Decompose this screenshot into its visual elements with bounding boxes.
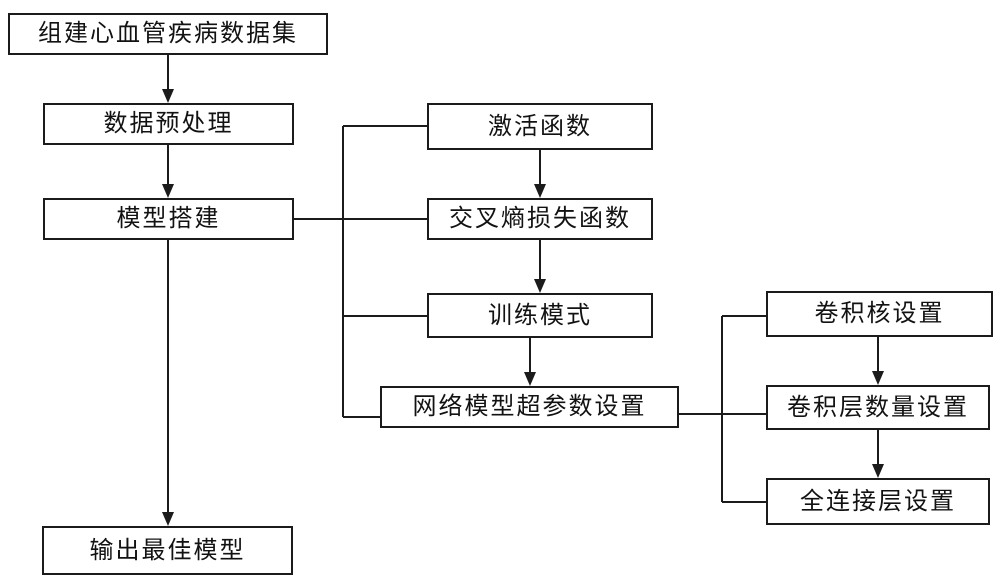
arrowhead-output-best-model <box>162 512 174 526</box>
node-output-best-model-label: 输出最佳模型 <box>89 535 246 564</box>
node-hyperparams[interactable]: 网络模型超参数设置 <box>380 386 679 428</box>
arrowhead-preprocess <box>162 89 174 103</box>
node-dataset-label: 组建心血管疾病数据集 <box>38 19 298 47</box>
node-activation-label: 激活函数 <box>488 111 592 140</box>
node-conv-layer-count[interactable]: 卷积层数量设置 <box>766 385 990 430</box>
arrowhead-fc-layer-setting <box>872 464 884 478</box>
node-kernel-setting-label: 卷积核设置 <box>814 299 945 327</box>
node-train-mode[interactable]: 训练模式 <box>427 293 653 338</box>
node-kernel-setting[interactable]: 卷积核设置 <box>766 291 993 337</box>
node-fc-layer-setting-label: 全连接层设置 <box>800 486 956 515</box>
node-hyperparams-label: 网络模型超参数设置 <box>412 392 647 420</box>
arrowhead-hyperparams <box>524 372 536 386</box>
node-conv-layer-count-label: 卷积层数量设置 <box>787 392 969 421</box>
node-activation[interactable]: 激活函数 <box>427 103 653 150</box>
node-cross-entropy-label: 交叉熵损失函数 <box>449 204 631 232</box>
arrowhead-cross-entropy <box>534 184 546 198</box>
node-build-model[interactable]: 模型搭建 <box>43 198 294 240</box>
arrowhead-build-model <box>162 184 174 198</box>
node-cross-entropy[interactable]: 交叉熵损失函数 <box>427 198 653 240</box>
node-build-model-label: 模型搭建 <box>116 204 221 232</box>
arrowhead-train-mode <box>534 279 546 293</box>
node-preprocess-label: 数据预处理 <box>103 109 234 137</box>
node-train-mode-label: 训练模式 <box>488 300 592 329</box>
arrowhead-conv-layer-count <box>872 371 884 385</box>
node-fc-layer-setting[interactable]: 全连接层设置 <box>766 478 990 525</box>
node-dataset[interactable]: 组建心血管疾病数据集 <box>8 13 328 55</box>
node-output-best-model[interactable]: 输出最佳模型 <box>42 526 293 575</box>
node-preprocess[interactable]: 数据预处理 <box>43 103 294 145</box>
